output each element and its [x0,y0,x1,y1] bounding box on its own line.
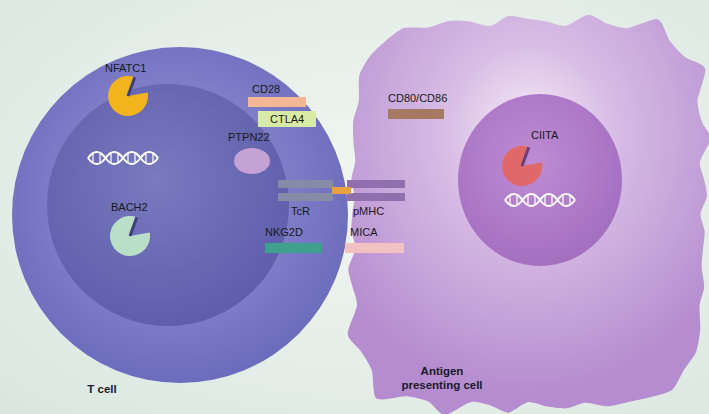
text-anchor: Antigen presenting cell [396,364,488,392]
molecule-label: pMHC [353,205,384,218]
t-cell: T cell [8,45,353,401]
cell-outline [8,45,353,401]
text-anchor: T cell [78,382,126,396]
cell-label: T cell [78,382,126,396]
label-anchor: CIITA [531,129,558,142]
label-anchor: MICA [350,226,378,239]
molecule-label: CTLA4 [270,113,304,126]
label-anchor: PTPN22 [228,131,270,144]
molecule-label: BACH2 [111,201,148,214]
label-anchor: NFATC1 [105,62,146,75]
molecule-label: CIITA [531,129,558,142]
label-anchor: CD28 [252,83,280,96]
antigen-presenting-cell: Antigen presenting cell [345,14,709,414]
molecule-label: PTPN22 [228,131,270,144]
cell-outline [345,14,709,414]
cell-membrane [348,15,709,414]
molecule-label: NKG2D [265,226,303,239]
label-anchor: BACH2 [111,201,148,214]
label-anchor: pMHC [353,205,384,218]
molecule-label: TcR [291,205,310,218]
cell-label: Antigen presenting cell [396,364,488,392]
label-anchor: CD80/CD86 [388,92,447,105]
molecule-label: CD80/CD86 [388,92,447,105]
label-anchor: NKG2D [265,226,303,239]
cell-membrane [12,47,348,383]
molecule-label: CD28 [252,83,280,96]
label-anchor: TcR [291,205,310,218]
molecule-label: MICA [350,226,378,239]
molecule-label: NFATC1 [105,62,146,75]
label-anchor: CTLA4 [270,113,304,126]
